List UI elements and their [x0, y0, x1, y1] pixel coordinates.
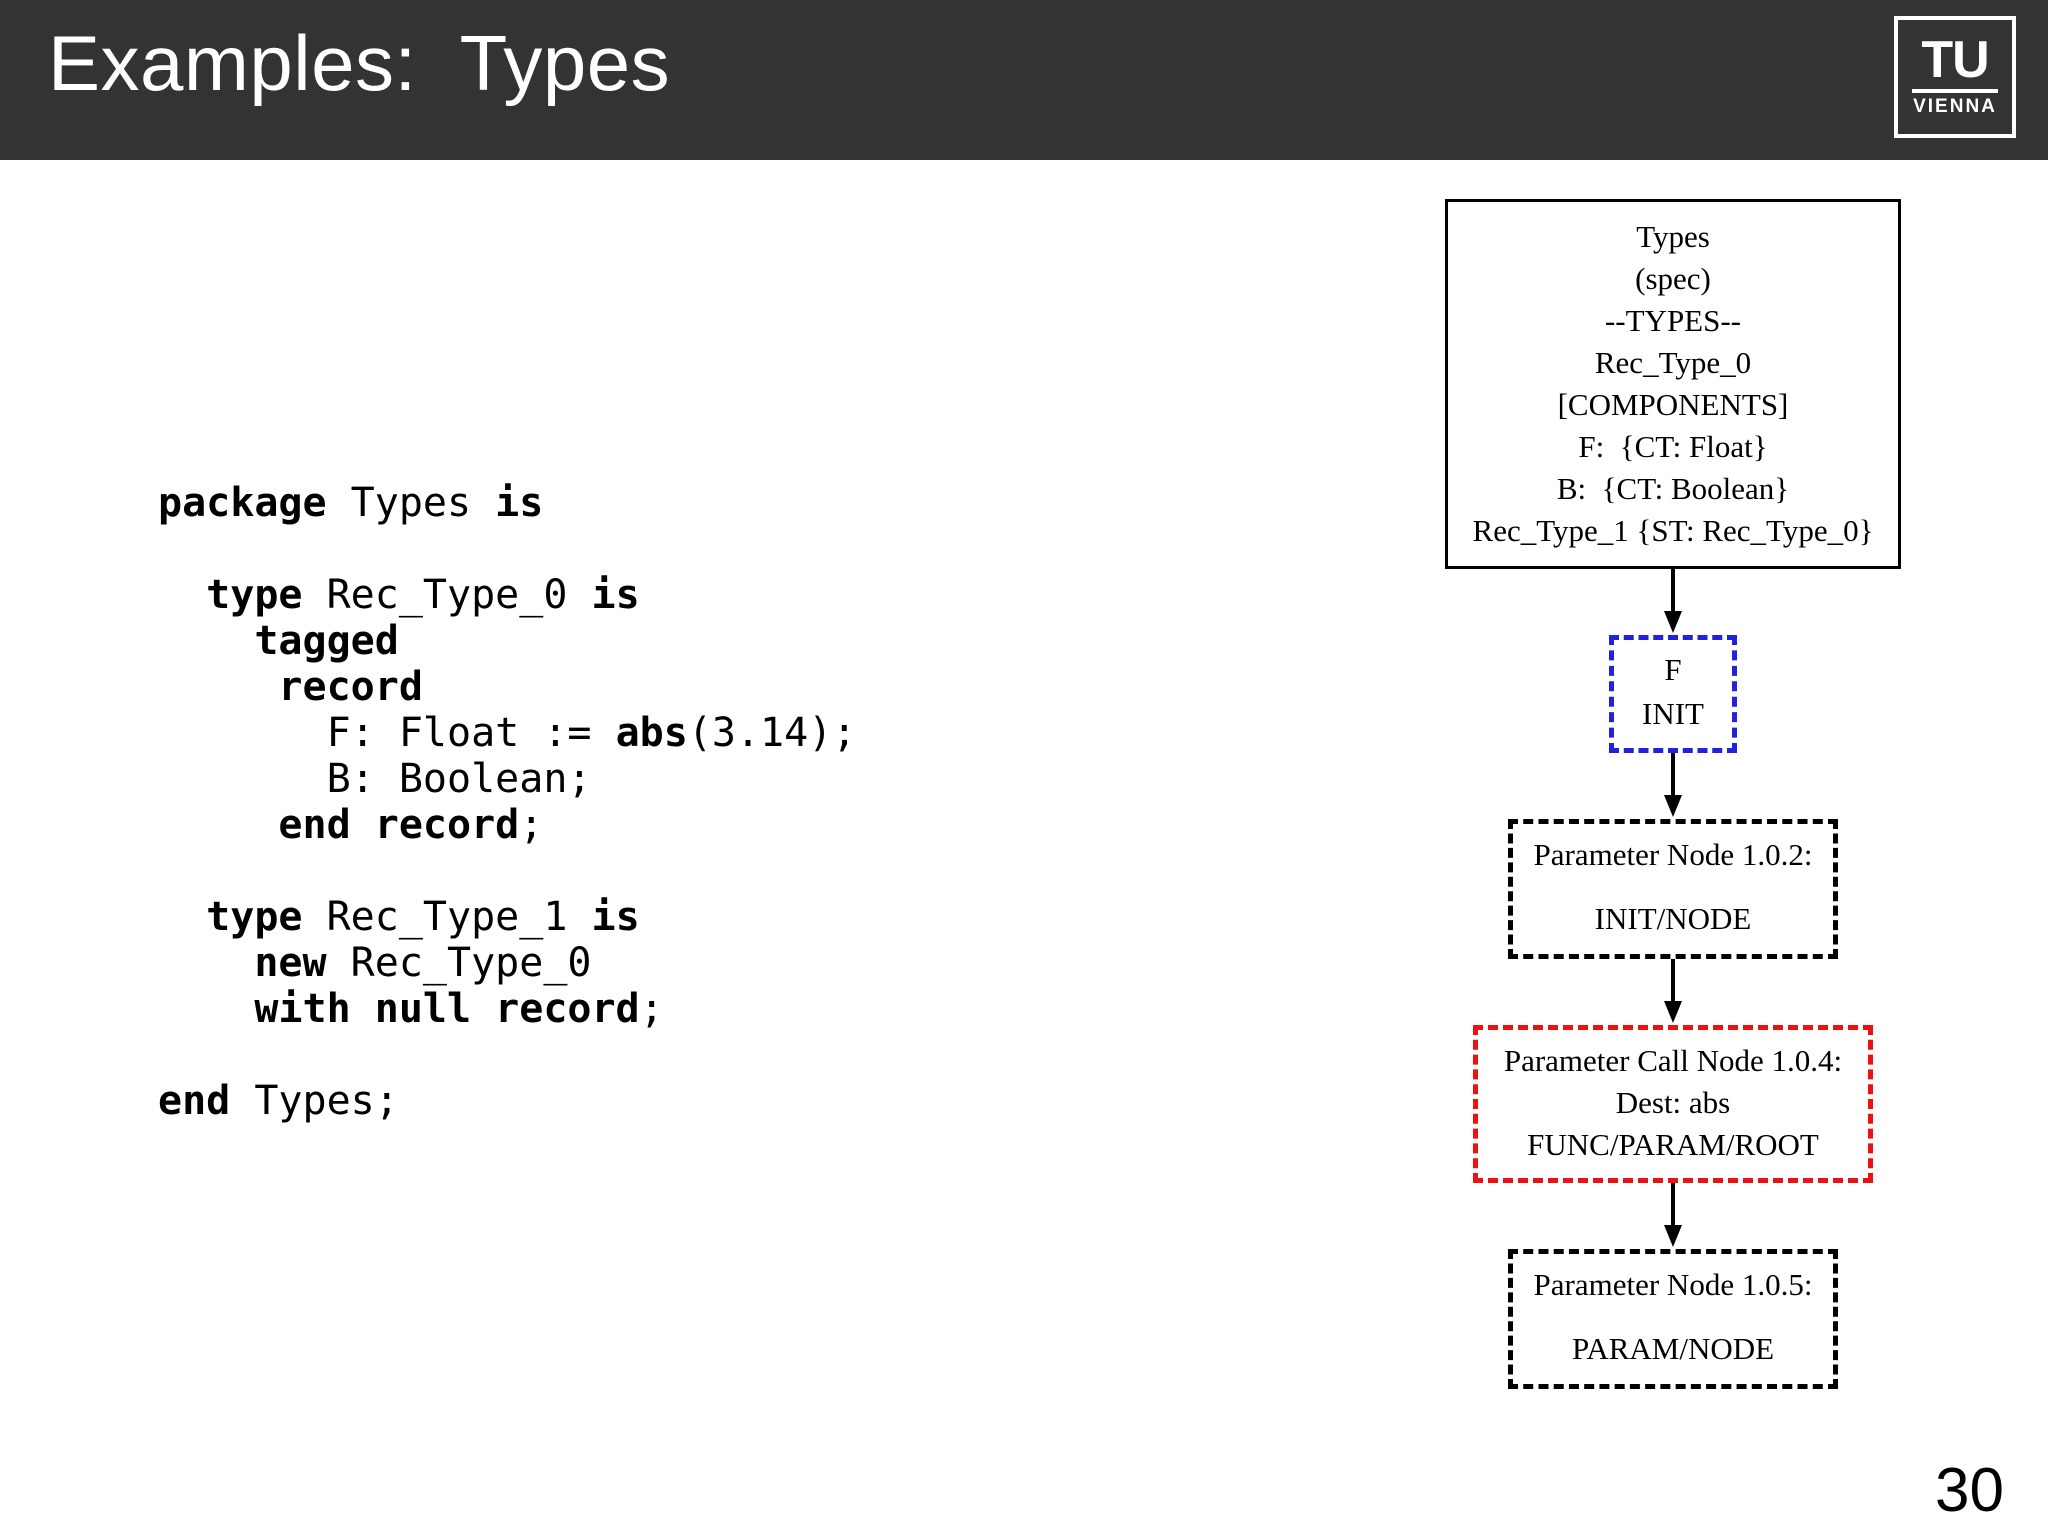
pcall104-line-0: Parameter Call Node 1.0.4:	[1503, 1043, 1843, 1078]
code-line: record	[158, 664, 856, 710]
spec-line-2: --TYPES--	[1604, 303, 1742, 338]
spec-line-4: [COMPONENTS]	[1557, 387, 1789, 422]
code-identifier: Rec_Type_0	[350, 940, 592, 986]
code-keyword: type	[158, 572, 327, 618]
code-line	[158, 848, 856, 894]
code-identifier: (3.14);	[687, 710, 857, 756]
logo-divider	[1912, 89, 1998, 94]
arrow-pcall104-to-pnode105	[1443, 1183, 1903, 1249]
code-line: B: Boolean;	[158, 756, 856, 802]
code-line: tagged	[158, 618, 856, 664]
code-line: end Types;	[158, 1078, 856, 1124]
slide-header-bar	[0, 0, 2048, 160]
code-keyword: is	[591, 894, 640, 940]
code-identifier: Rec_Type_1	[326, 894, 592, 940]
pnode105-line-1: PARAM/NODE	[1571, 1331, 1775, 1366]
code-line	[158, 1032, 856, 1078]
arrow-finit-to-pnode102	[1443, 753, 1903, 819]
spec-line-6: B: {CT: Boolean}	[1556, 471, 1790, 506]
tu-vienna-logo: TU VIENNA	[1894, 16, 2016, 138]
code-line: F: Float := abs(3.14);	[158, 710, 857, 756]
diagram-node-parameter-call-node-104: Parameter Call Node 1.0.4: Dest: abs FUN…	[1473, 1025, 1873, 1183]
slide-page-number: 30	[1935, 1456, 2004, 1525]
spec-line-3: Rec_Type_0	[1594, 345, 1752, 380]
code-line: type Rec_Type_0 is	[158, 572, 856, 618]
code-identifier: ;	[639, 986, 664, 1032]
code-keyword: is	[591, 572, 640, 618]
code-identifier: B: Boolean;	[158, 756, 592, 802]
pnode102-line-1: INIT/NODE	[1594, 901, 1752, 936]
code-identifier: ;	[519, 802, 544, 848]
code-keyword: package	[158, 480, 351, 526]
code-line: package Types is	[158, 480, 856, 526]
page-title: Examples: Types	[48, 19, 671, 107]
finit-line-1: INIT	[1642, 696, 1704, 731]
code-identifier: Rec_Type_0	[326, 572, 592, 618]
code-keyword: new	[158, 940, 351, 986]
diagram-node-parameter-node-102: Parameter Node 1.0.2: INIT/NODE	[1508, 819, 1838, 959]
spec-line-0: Types	[1636, 219, 1710, 254]
spec-line-1: (spec)	[1635, 261, 1711, 296]
code-identifier: Types	[350, 480, 496, 526]
pnode102-spacer	[1519, 876, 1827, 898]
finit-line-0: F	[1664, 652, 1682, 687]
code-keyword: end	[158, 1078, 255, 1124]
code-line: with null record;	[158, 986, 856, 1032]
diagram-node-parameter-node-105: Parameter Node 1.0.5: PARAM/NODE	[1508, 1249, 1838, 1389]
code-keyword: record	[158, 664, 423, 710]
pnode102-line-0: Parameter Node 1.0.2:	[1533, 837, 1813, 872]
logo-vienna-text: VIENNA	[1913, 96, 1997, 118]
pnode105-line-0: Parameter Node 1.0.5:	[1533, 1267, 1813, 1302]
code-line: new Rec_Type_0	[158, 940, 856, 986]
diagram-node-f-init: F INIT	[1609, 635, 1737, 753]
code-identifier: F: Float :=	[158, 710, 616, 756]
code-keyword: end record	[158, 802, 520, 848]
code-keyword: tagged	[158, 618, 399, 664]
code-keyword: with null record	[158, 986, 640, 1032]
code-line	[158, 526, 856, 572]
arrow-spec-to-finit	[1443, 569, 1903, 635]
code-line: end record;	[158, 802, 856, 848]
code-keyword: type	[158, 894, 327, 940]
ada-code-listing: package Types is type Rec_Type_0 is tagg…	[158, 480, 856, 1124]
ast-diagram: Types (spec) --TYPES-- Rec_Type_0 [COMPO…	[1443, 199, 1903, 1389]
spec-line-5: F: {CT: Float}	[1578, 429, 1768, 464]
pcall104-line-1: Dest: abs	[1615, 1085, 1731, 1120]
pcall104-line-2: FUNC/PARAM/ROOT	[1527, 1127, 1819, 1162]
code-keyword: is	[495, 480, 544, 526]
spec-line-7: Rec_Type_1 {ST: Rec_Type_0}	[1472, 513, 1874, 548]
pnode105-spacer	[1519, 1306, 1827, 1328]
code-identifier: Types;	[254, 1078, 399, 1124]
code-keyword: abs	[615, 710, 688, 756]
diagram-node-spec: Types (spec) --TYPES-- Rec_Type_0 [COMPO…	[1445, 199, 1901, 569]
logo-tu-text: TU	[1921, 30, 1989, 89]
code-line: type Rec_Type_1 is	[158, 894, 856, 940]
arrow-pnode102-to-pcall104	[1443, 959, 1903, 1025]
